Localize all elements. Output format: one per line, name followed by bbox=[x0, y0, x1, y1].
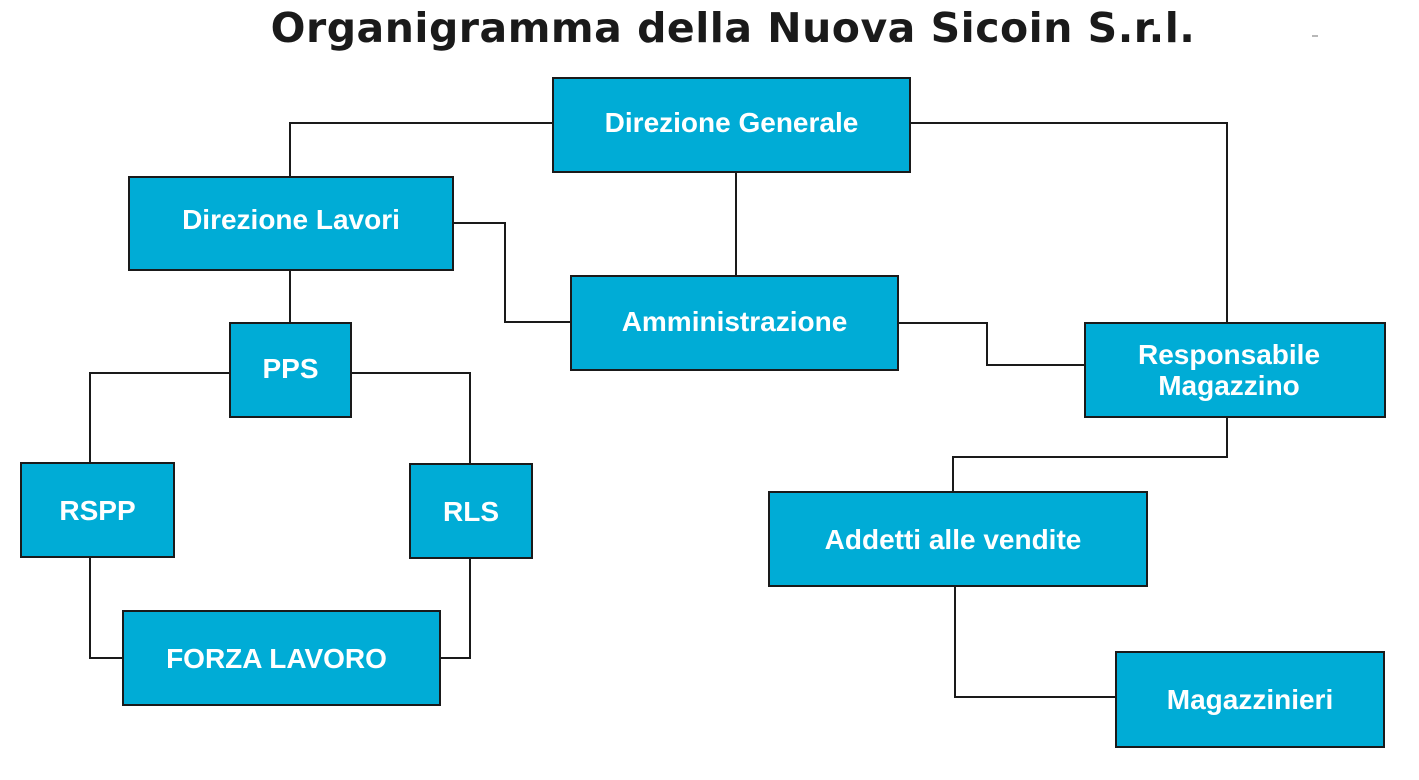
link-rspp-forza bbox=[89, 557, 123, 659]
link-dg-rm bbox=[910, 122, 1228, 323]
node-rspp: RSPP bbox=[20, 462, 175, 558]
node-responsabile-magazzino: Responsabile Magazzino bbox=[1084, 322, 1386, 418]
node-addetti-vendite-label: Addetti alle vendite bbox=[824, 523, 1082, 555]
link-pps-rls bbox=[351, 372, 471, 464]
node-rls: RLS bbox=[409, 463, 533, 559]
link-amm-rm bbox=[898, 322, 1085, 366]
link-dl-amm bbox=[453, 222, 571, 323]
node-addetti-vendite: Addetti alle vendite bbox=[768, 491, 1148, 587]
node-forza-lavoro: FORZA LAVORO bbox=[122, 610, 441, 706]
link-dg-dl bbox=[289, 122, 552, 177]
node-direzione-generale: Direzione Generale bbox=[552, 77, 911, 173]
node-amministrazione: Amministrazione bbox=[570, 275, 899, 371]
node-magazzinieri: Magazzinieri bbox=[1115, 651, 1385, 748]
node-responsabile-magazzino-line1: Responsabile bbox=[1137, 339, 1321, 370]
node-forza-lavoro-label: FORZA LAVORO bbox=[166, 642, 387, 674]
node-amministrazione-label: Amministrazione bbox=[621, 305, 848, 337]
node-direzione-generale-label: Direzione Generale bbox=[604, 106, 859, 138]
node-magazzinieri-label: Magazzinieri bbox=[1166, 684, 1334, 715]
node-responsabile-magazzino-line2: Magazzino bbox=[1158, 370, 1300, 401]
node-pps-label: PPS bbox=[262, 352, 319, 384]
link-addetti-mag bbox=[954, 586, 1116, 698]
node-rspp-label: RSPP bbox=[59, 494, 136, 526]
link-rls-forza bbox=[440, 558, 471, 659]
node-pps: PPS bbox=[229, 322, 352, 418]
chart-title: Organigramma della Nuova Sicoin S.r.l. bbox=[270, 4, 1196, 52]
node-rls-label: RLS bbox=[443, 495, 499, 527]
link-pps-rspp bbox=[89, 372, 230, 463]
node-direzione-lavori: Direzione Lavori bbox=[128, 176, 454, 271]
link-rm-addetti bbox=[952, 416, 1228, 492]
stray-mark bbox=[1312, 35, 1318, 37]
node-direzione-lavori-label: Direzione Lavori bbox=[182, 204, 400, 235]
node-responsabile-magazzino-label: Responsabile Magazzino bbox=[1138, 339, 1320, 401]
